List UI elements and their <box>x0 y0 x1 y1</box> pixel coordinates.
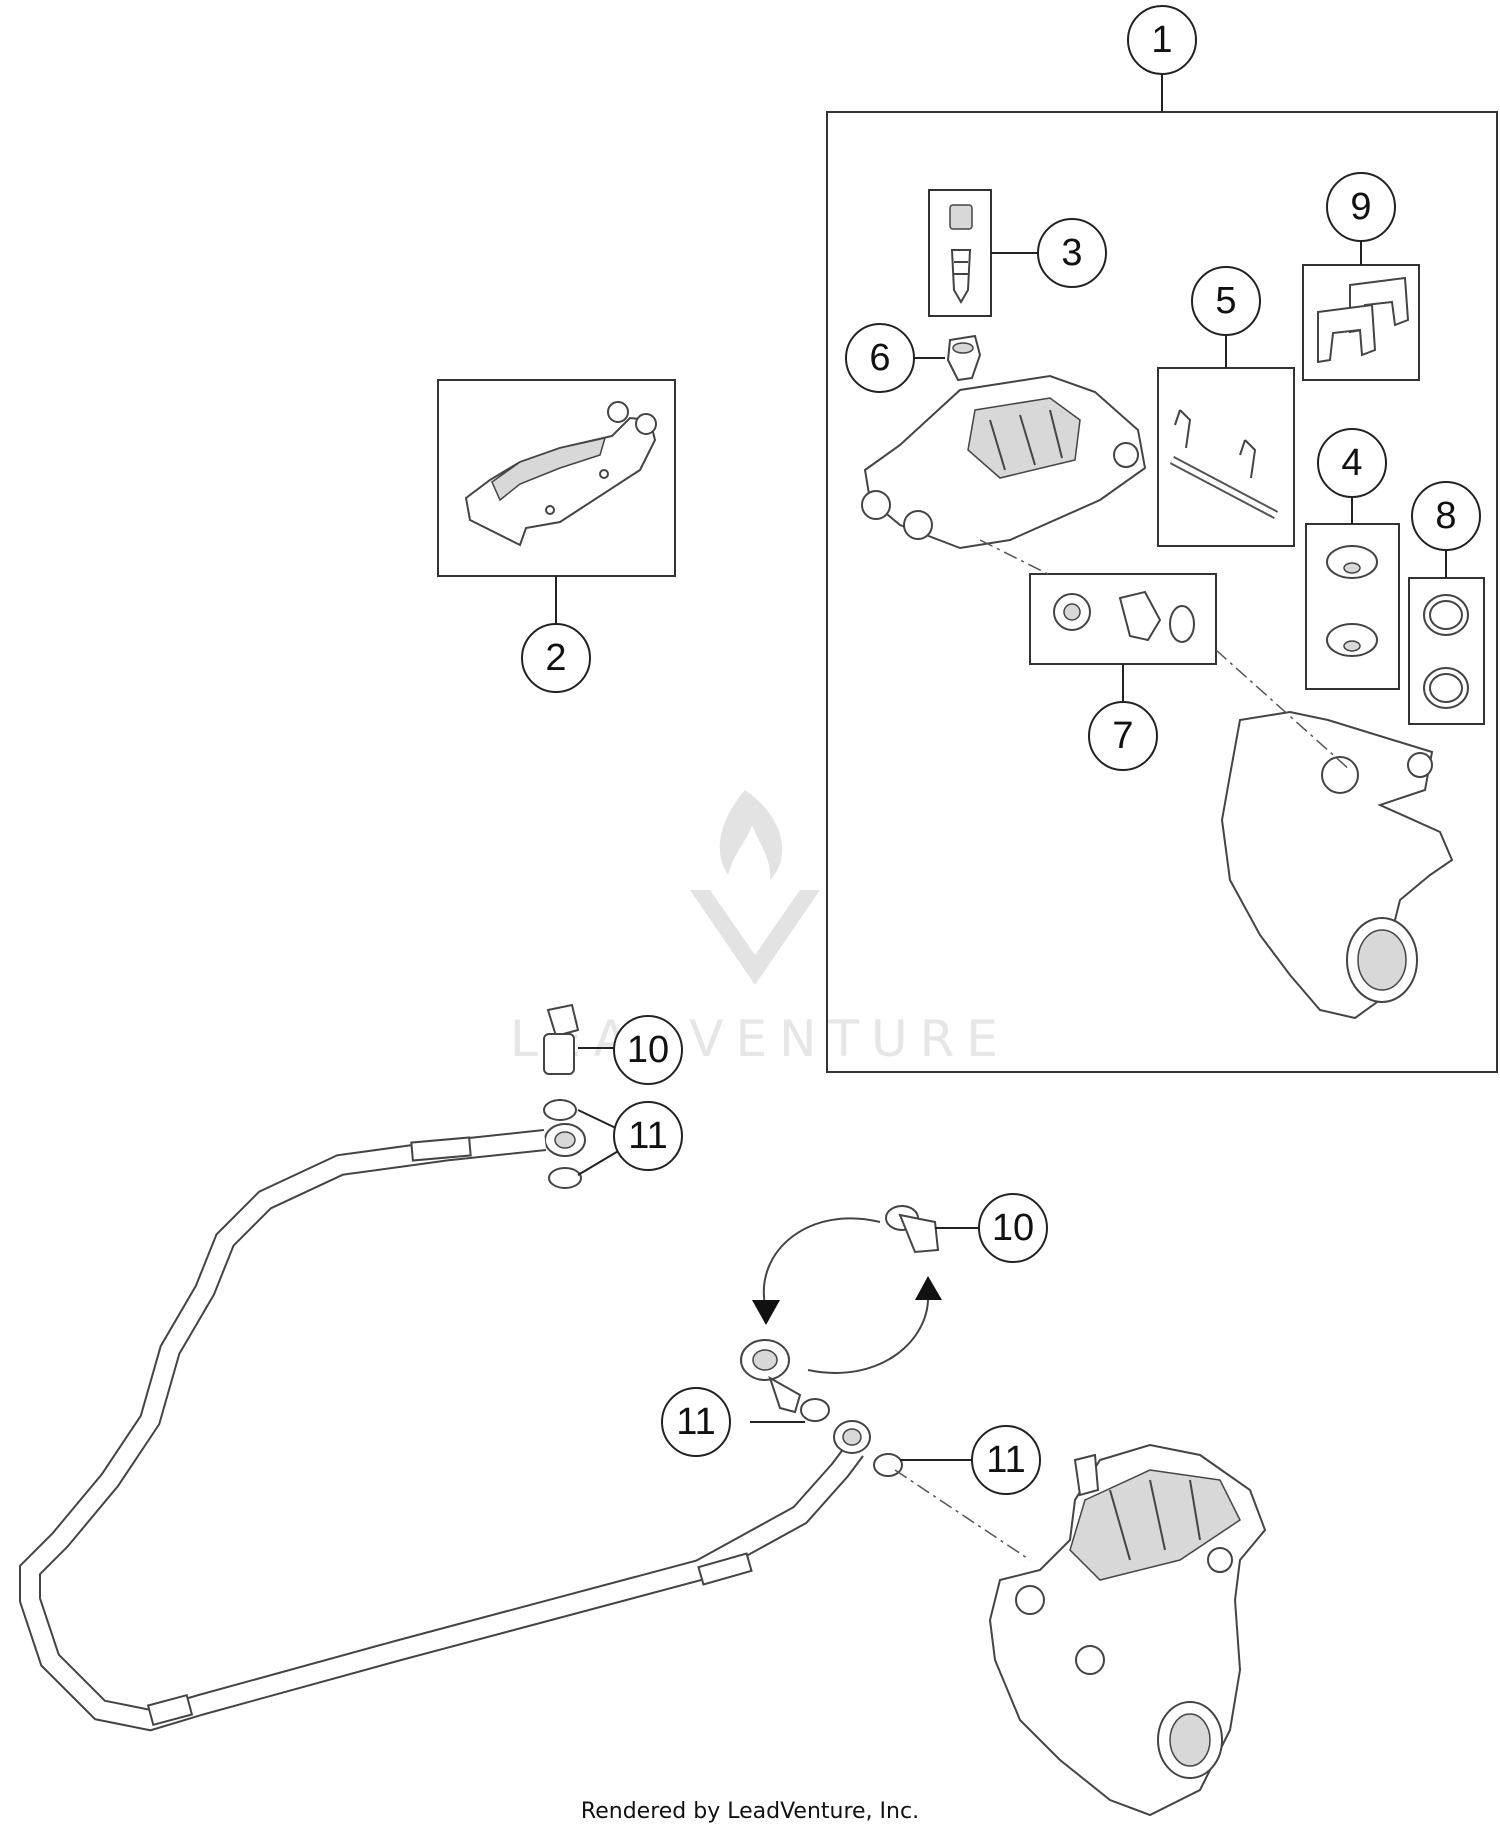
watermark: LEADVENTURE <box>510 790 1010 1068</box>
svg-text:4: 4 <box>1341 442 1362 484</box>
callout-7[interactable]: 7 <box>1088 701 1158 771</box>
banjo-bolt-lower-part <box>885 1205 940 1254</box>
rotate-arrow-icon <box>752 1217 942 1374</box>
watermark-text: LEADVENTURE <box>510 1010 1010 1068</box>
svg-text:7: 7 <box>1112 715 1133 757</box>
svg-text:11: 11 <box>628 1115 667 1157</box>
pad-spring-part <box>1317 276 1410 364</box>
svg-text:11: 11 <box>986 1439 1025 1481</box>
callout-6[interactable]: 6 <box>845 323 915 393</box>
callout-2[interactable]: 2 <box>521 623 591 693</box>
callout-3[interactable]: 3 <box>1037 218 1107 288</box>
svg-text:3: 3 <box>1061 232 1082 274</box>
bleeder-valve-part <box>949 204 973 304</box>
upper-caliper-part <box>861 374 1147 550</box>
brake-hose-part <box>19 1129 864 1732</box>
svg-text:8: 8 <box>1435 495 1456 537</box>
leadventure-flame-logo <box>690 790 820 985</box>
footer-credit: Rendered by LeadVenture, Inc. <box>581 1799 919 1824</box>
svg-text:1: 1 <box>1151 19 1172 61</box>
svg-text:2: 2 <box>545 637 566 679</box>
lower-caliper-assembly-part <box>988 1443 1267 1817</box>
banjo-bolt-part <box>543 1003 580 1075</box>
banjo-fitting-part <box>740 1339 802 1414</box>
upper-bracket-part <box>1220 710 1454 1020</box>
svg-text:5: 5 <box>1215 280 1236 322</box>
brake-pad-part <box>464 401 657 547</box>
bushing-part <box>1053 590 1195 643</box>
callout-10-lower[interactable]: 10 <box>978 1193 1048 1263</box>
sealing-ring-part <box>543 1099 586 1189</box>
slide-pin-part <box>1169 409 1279 519</box>
seal-ring-part <box>1423 594 1469 709</box>
svg-text:6: 6 <box>869 337 890 379</box>
callout-4[interactable]: 4 <box>1317 428 1387 498</box>
pin-box <box>1157 367 1295 547</box>
callout-8[interactable]: 8 <box>1411 481 1481 551</box>
svg-text:10: 10 <box>992 1207 1034 1249</box>
callout-11-lower-left[interactable]: 11 <box>661 1387 731 1457</box>
callout-11-lower-right[interactable]: 11 <box>971 1425 1041 1495</box>
callout-5[interactable]: 5 <box>1191 266 1261 336</box>
svg-text:9: 9 <box>1350 186 1371 228</box>
svg-text:11: 11 <box>676 1401 715 1443</box>
svg-text:10: 10 <box>627 1029 669 1071</box>
piston-part <box>1326 545 1378 657</box>
callout-1[interactable]: 1 <box>1127 5 1197 75</box>
callout-11-upper[interactable]: 11 <box>613 1101 683 1171</box>
callout-9[interactable]: 9 <box>1326 172 1396 242</box>
bleeder-cap-part <box>946 334 982 382</box>
callout-10-upper[interactable]: 10 <box>613 1015 683 1085</box>
